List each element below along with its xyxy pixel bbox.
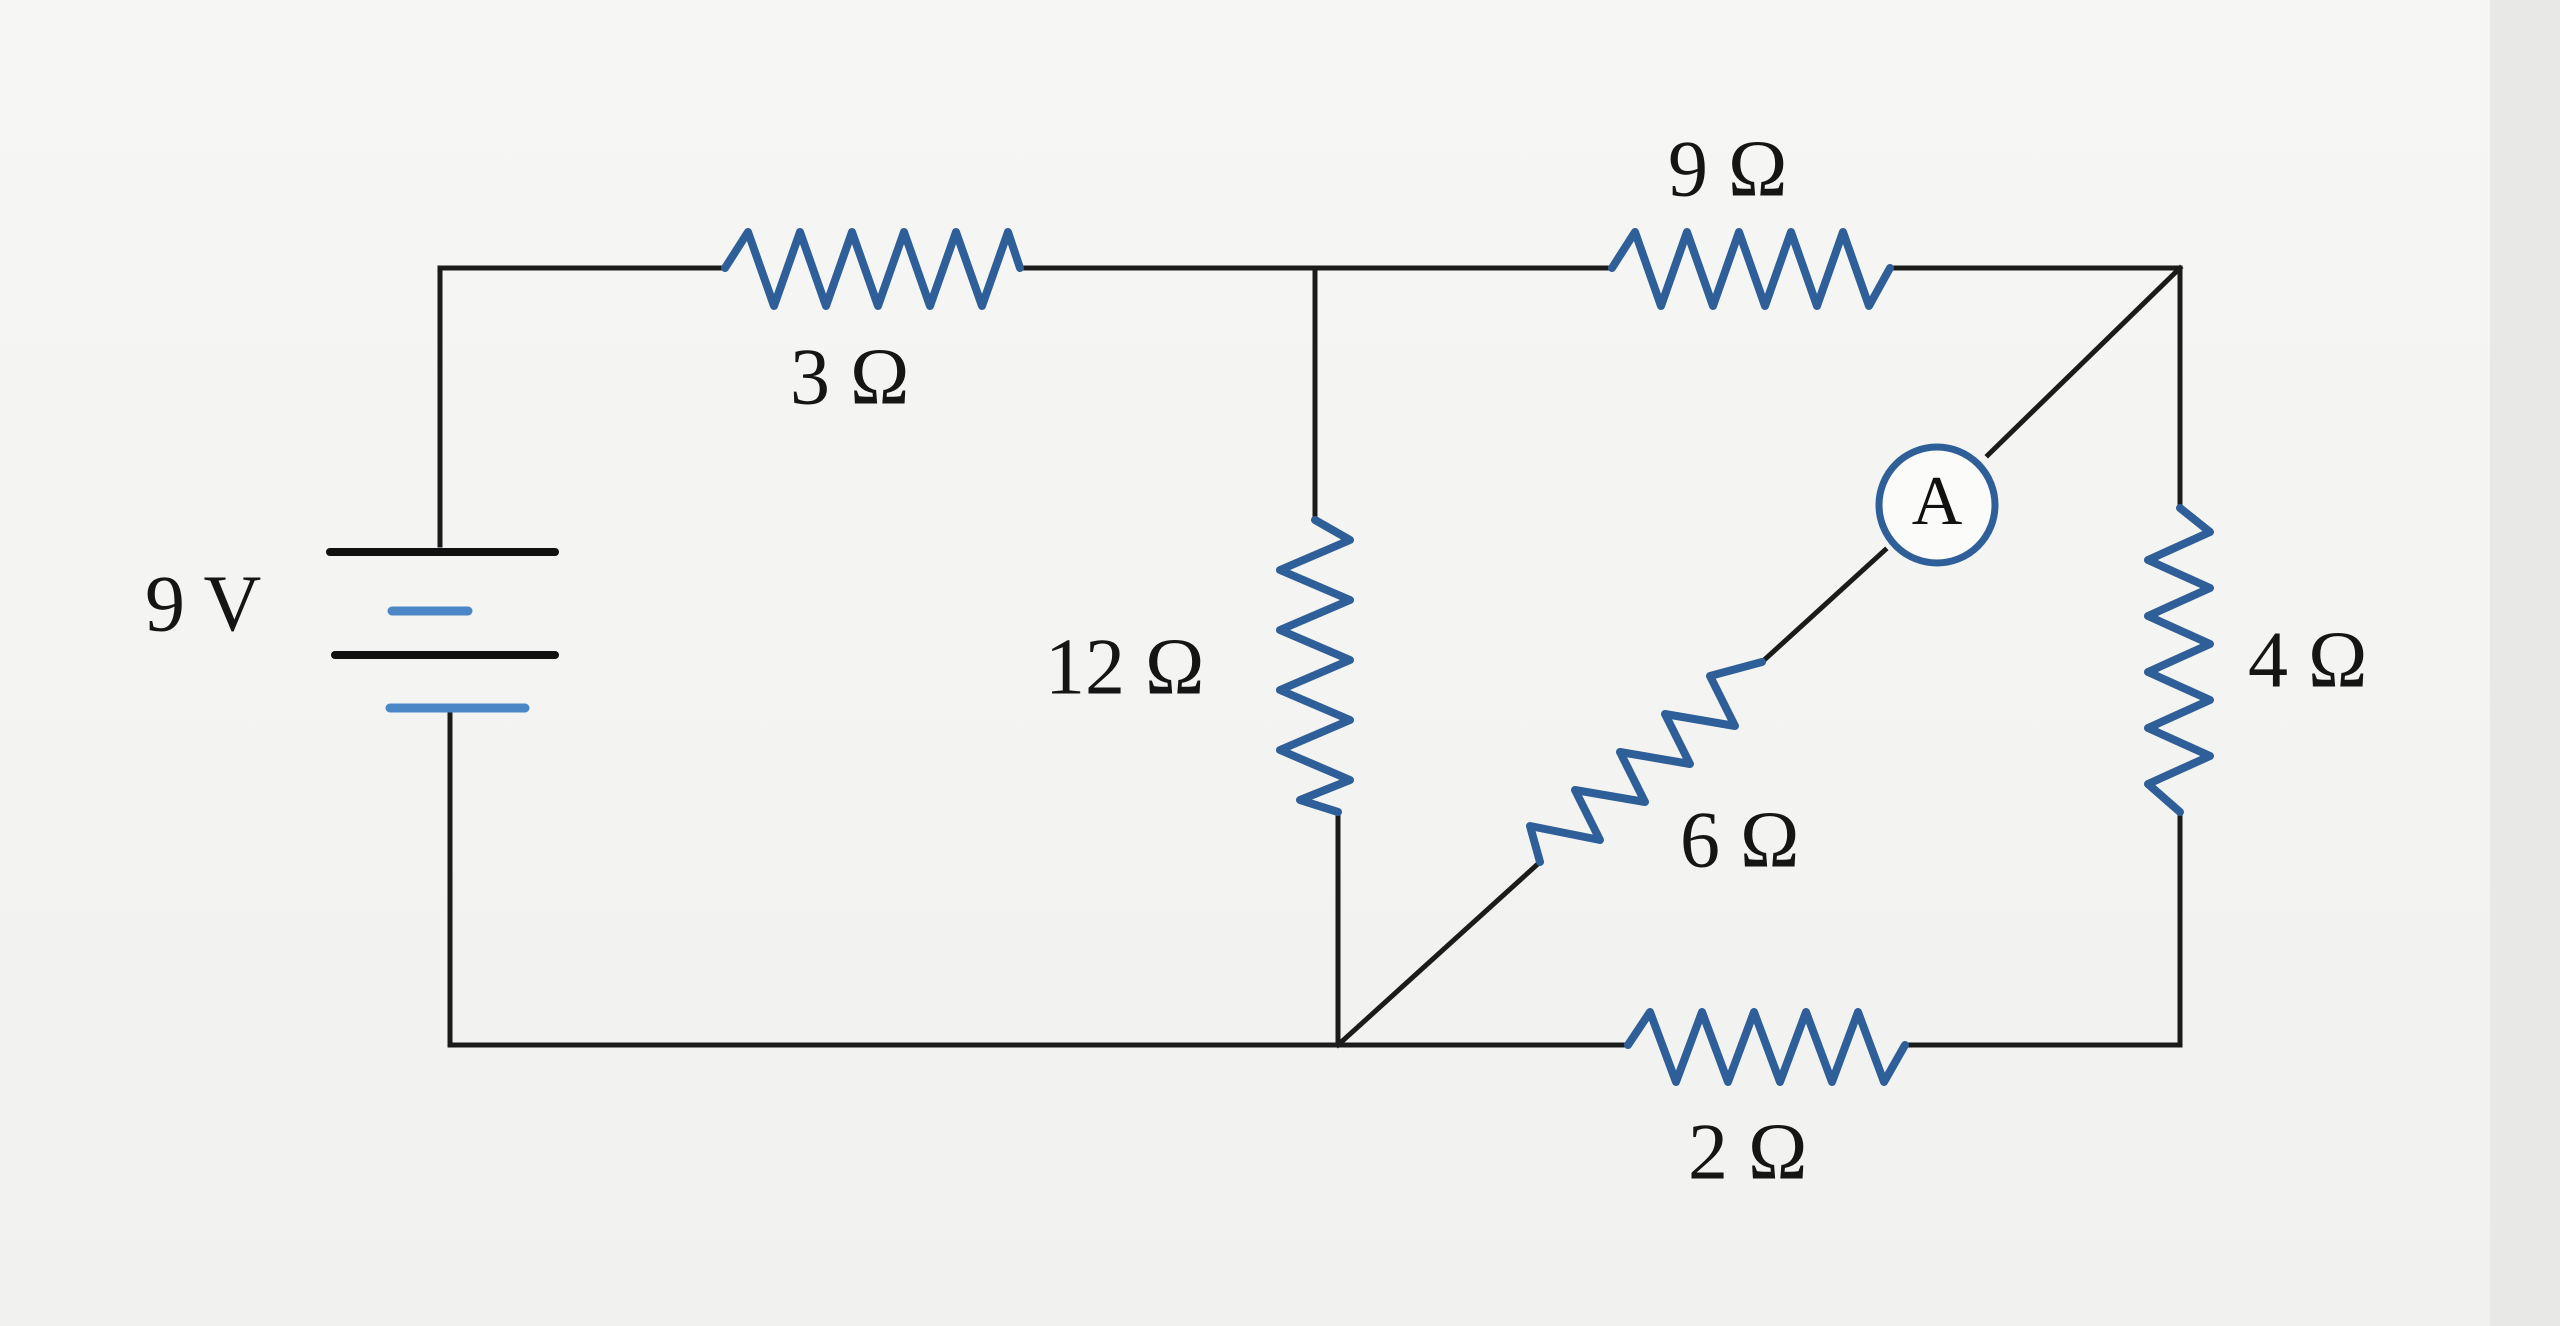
resistor-9-zigzag — [1608, 228, 1894, 310]
resistor-9-label: 9 Ω — [1668, 125, 1787, 213]
diagonal-middle-wire — [1758, 546, 1889, 666]
resistor-6-zigzag — [1526, 658, 1766, 866]
diagonal-lower-wire — [1334, 858, 1544, 1049]
resistor-6-label: 6 Ω — [1680, 796, 1799, 884]
wiring — [437, 264, 2184, 1049]
resistor-12-zigzag — [1276, 516, 1354, 816]
resistor-3-zigzag — [721, 228, 1024, 310]
resistor-6-ohm — [1526, 658, 1766, 866]
battery-voltage-label: 9 V — [145, 560, 261, 648]
labels: 9 V 3 Ω 9 Ω 12 Ω 6 Ω 4 Ω 2 Ω — [145, 125, 2367, 1196]
resistor-4-zigzag — [2144, 504, 2214, 816]
resistor-2-label: 2 Ω — [1688, 1108, 1807, 1196]
resistor-9-ohm — [1608, 228, 1894, 310]
resistor-2-ohm — [1624, 1008, 1909, 1086]
resistor-2-zigzag — [1624, 1008, 1909, 1086]
ammeter: A — [1875, 443, 1999, 567]
ammeter-label: A — [1912, 463, 1963, 540]
resistor-3-ohm — [721, 228, 1024, 310]
page-edge-shadow — [2490, 0, 2560, 1326]
resistor-4-label: 4 Ω — [2248, 616, 2367, 704]
battery — [326, 548, 559, 713]
resistor-12-label: 12 Ω — [1045, 623, 1204, 711]
resistor-12-ohm — [1276, 516, 1354, 816]
resistor-4-ohm — [2144, 504, 2214, 816]
ammeter-circle — [1875, 443, 1999, 567]
diagonal-upper-wire — [1984, 264, 2184, 459]
resistor-3-label: 3 Ω — [790, 333, 909, 421]
